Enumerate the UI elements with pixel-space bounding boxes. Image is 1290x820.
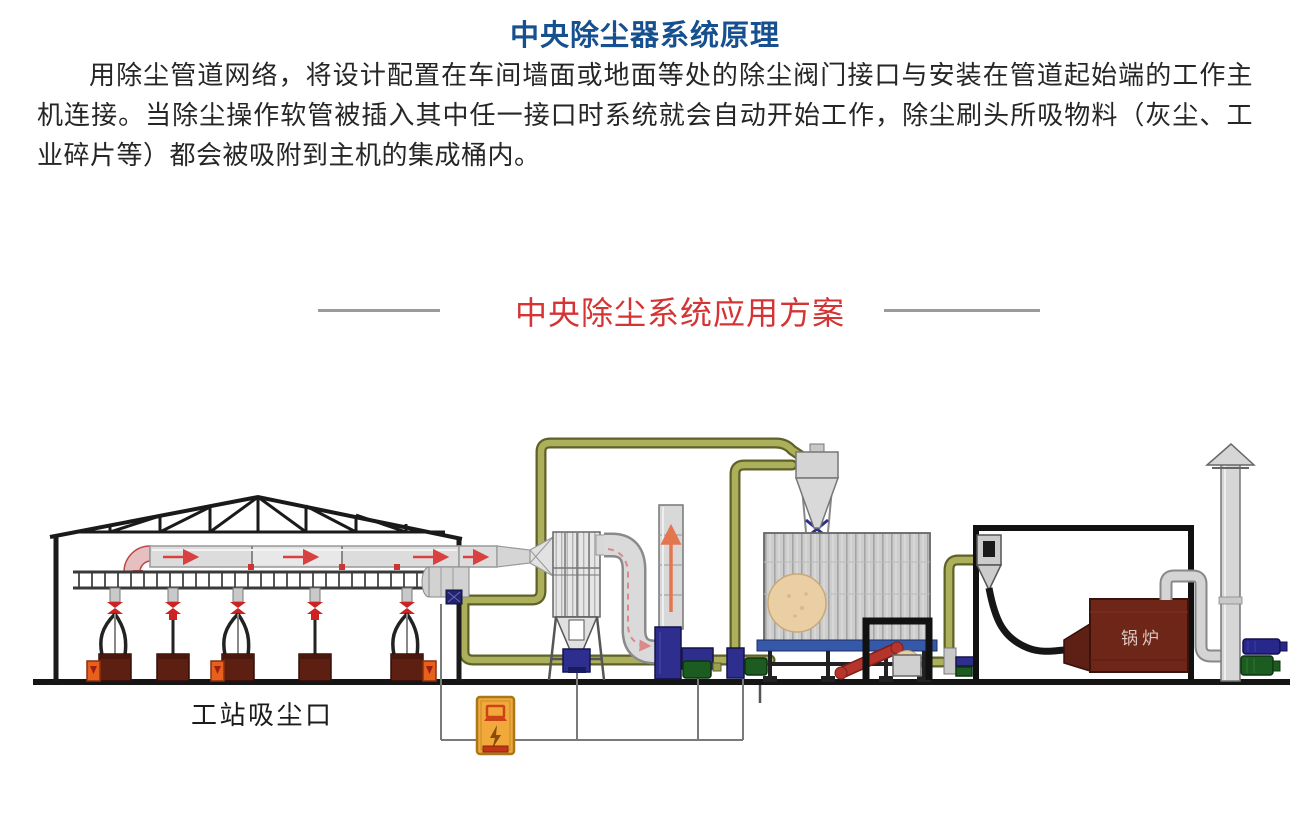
chimney-fans bbox=[1240, 638, 1288, 676]
transfer-blower bbox=[726, 647, 768, 679]
control-wiring bbox=[440, 604, 744, 741]
heading-rule-left bbox=[318, 309, 440, 312]
duct-elbow-down bbox=[123, 545, 151, 573]
discharge-hopper bbox=[892, 650, 922, 677]
cyclone-window bbox=[983, 541, 995, 557]
workstation-4 bbox=[298, 587, 332, 682]
exhaust-stack bbox=[654, 504, 722, 680]
s-duct-flow bbox=[607, 548, 652, 652]
flex-hose bbox=[985, 587, 1067, 655]
boiler-flue bbox=[1159, 569, 1222, 663]
boiler: 锅炉 bbox=[1063, 598, 1189, 673]
control-box-base bbox=[482, 745, 509, 753]
workstation-1 bbox=[98, 587, 132, 682]
boiler-building bbox=[973, 525, 1194, 680]
exit-duct bbox=[421, 535, 554, 605]
main-fan bbox=[654, 626, 682, 680]
boiler-label: 锅炉 bbox=[1121, 629, 1163, 648]
workstations bbox=[86, 587, 437, 682]
workstation-3 bbox=[221, 587, 255, 682]
chimney-cap bbox=[1205, 442, 1256, 466]
s-duct bbox=[595, 532, 661, 665]
laptop-icon bbox=[484, 704, 507, 721]
dust-bins bbox=[86, 660, 437, 682]
support-frame bbox=[862, 617, 933, 680]
feed-pump bbox=[943, 647, 975, 677]
cable-tray bbox=[73, 570, 452, 590]
workstation-5 bbox=[390, 587, 424, 682]
cyclone-separator bbox=[794, 443, 840, 540]
lightning-bolt-icon bbox=[490, 725, 501, 749]
conveying-pipes bbox=[458, 437, 985, 674]
workstation-label: 工站吸尘口 bbox=[191, 700, 334, 730]
bag-filter bbox=[547, 531, 606, 681]
silo-base bbox=[756, 639, 938, 652]
workstation-2 bbox=[156, 587, 190, 682]
intro-paragraph: 用除尘管道网络，将设计配置在车间墙面或地面等处的除尘阀门接口与安装在管道起始端的… bbox=[37, 60, 1253, 170]
control-box bbox=[475, 695, 516, 756]
truss-web bbox=[108, 495, 408, 534]
page-title: 中央除尘器系统原理 bbox=[509, 20, 780, 52]
silo-legs bbox=[768, 651, 926, 678]
material-ball bbox=[767, 573, 827, 633]
boiler-chute bbox=[1063, 622, 1091, 673]
small-cyclone bbox=[975, 534, 1067, 655]
fan-motor bbox=[682, 660, 712, 679]
chimney bbox=[1205, 442, 1256, 682]
section-heading: 中央除尘系统应用方案 bbox=[514, 295, 845, 331]
hopper-door bbox=[568, 619, 585, 641]
heading-rule-right bbox=[884, 309, 1040, 312]
